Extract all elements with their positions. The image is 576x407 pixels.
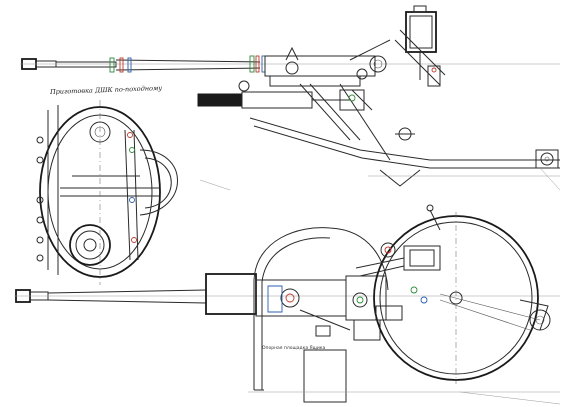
top-receiver: [264, 46, 387, 87]
callout-label: Опорная площадка Ящика: [262, 346, 326, 351]
ammo-box: [394, 5, 446, 87]
plan-view-mount: [36, 100, 178, 285]
bottom-barrel: [14, 289, 560, 304]
carriage-trail: [199, 83, 561, 191]
top-barrel: [20, 55, 560, 73]
bottom-view-firing: [14, 204, 561, 405]
side-bolts: [36, 136, 44, 262]
linkage: [339, 39, 391, 111]
mount-arch: [253, 227, 389, 403]
bottom-receiver: [205, 273, 387, 341]
sight-cluster: [355, 242, 441, 321]
recoil-spring: [197, 80, 350, 109]
traverse-wheel: [373, 204, 551, 384]
top-view-travel-position: [20, 5, 561, 191]
